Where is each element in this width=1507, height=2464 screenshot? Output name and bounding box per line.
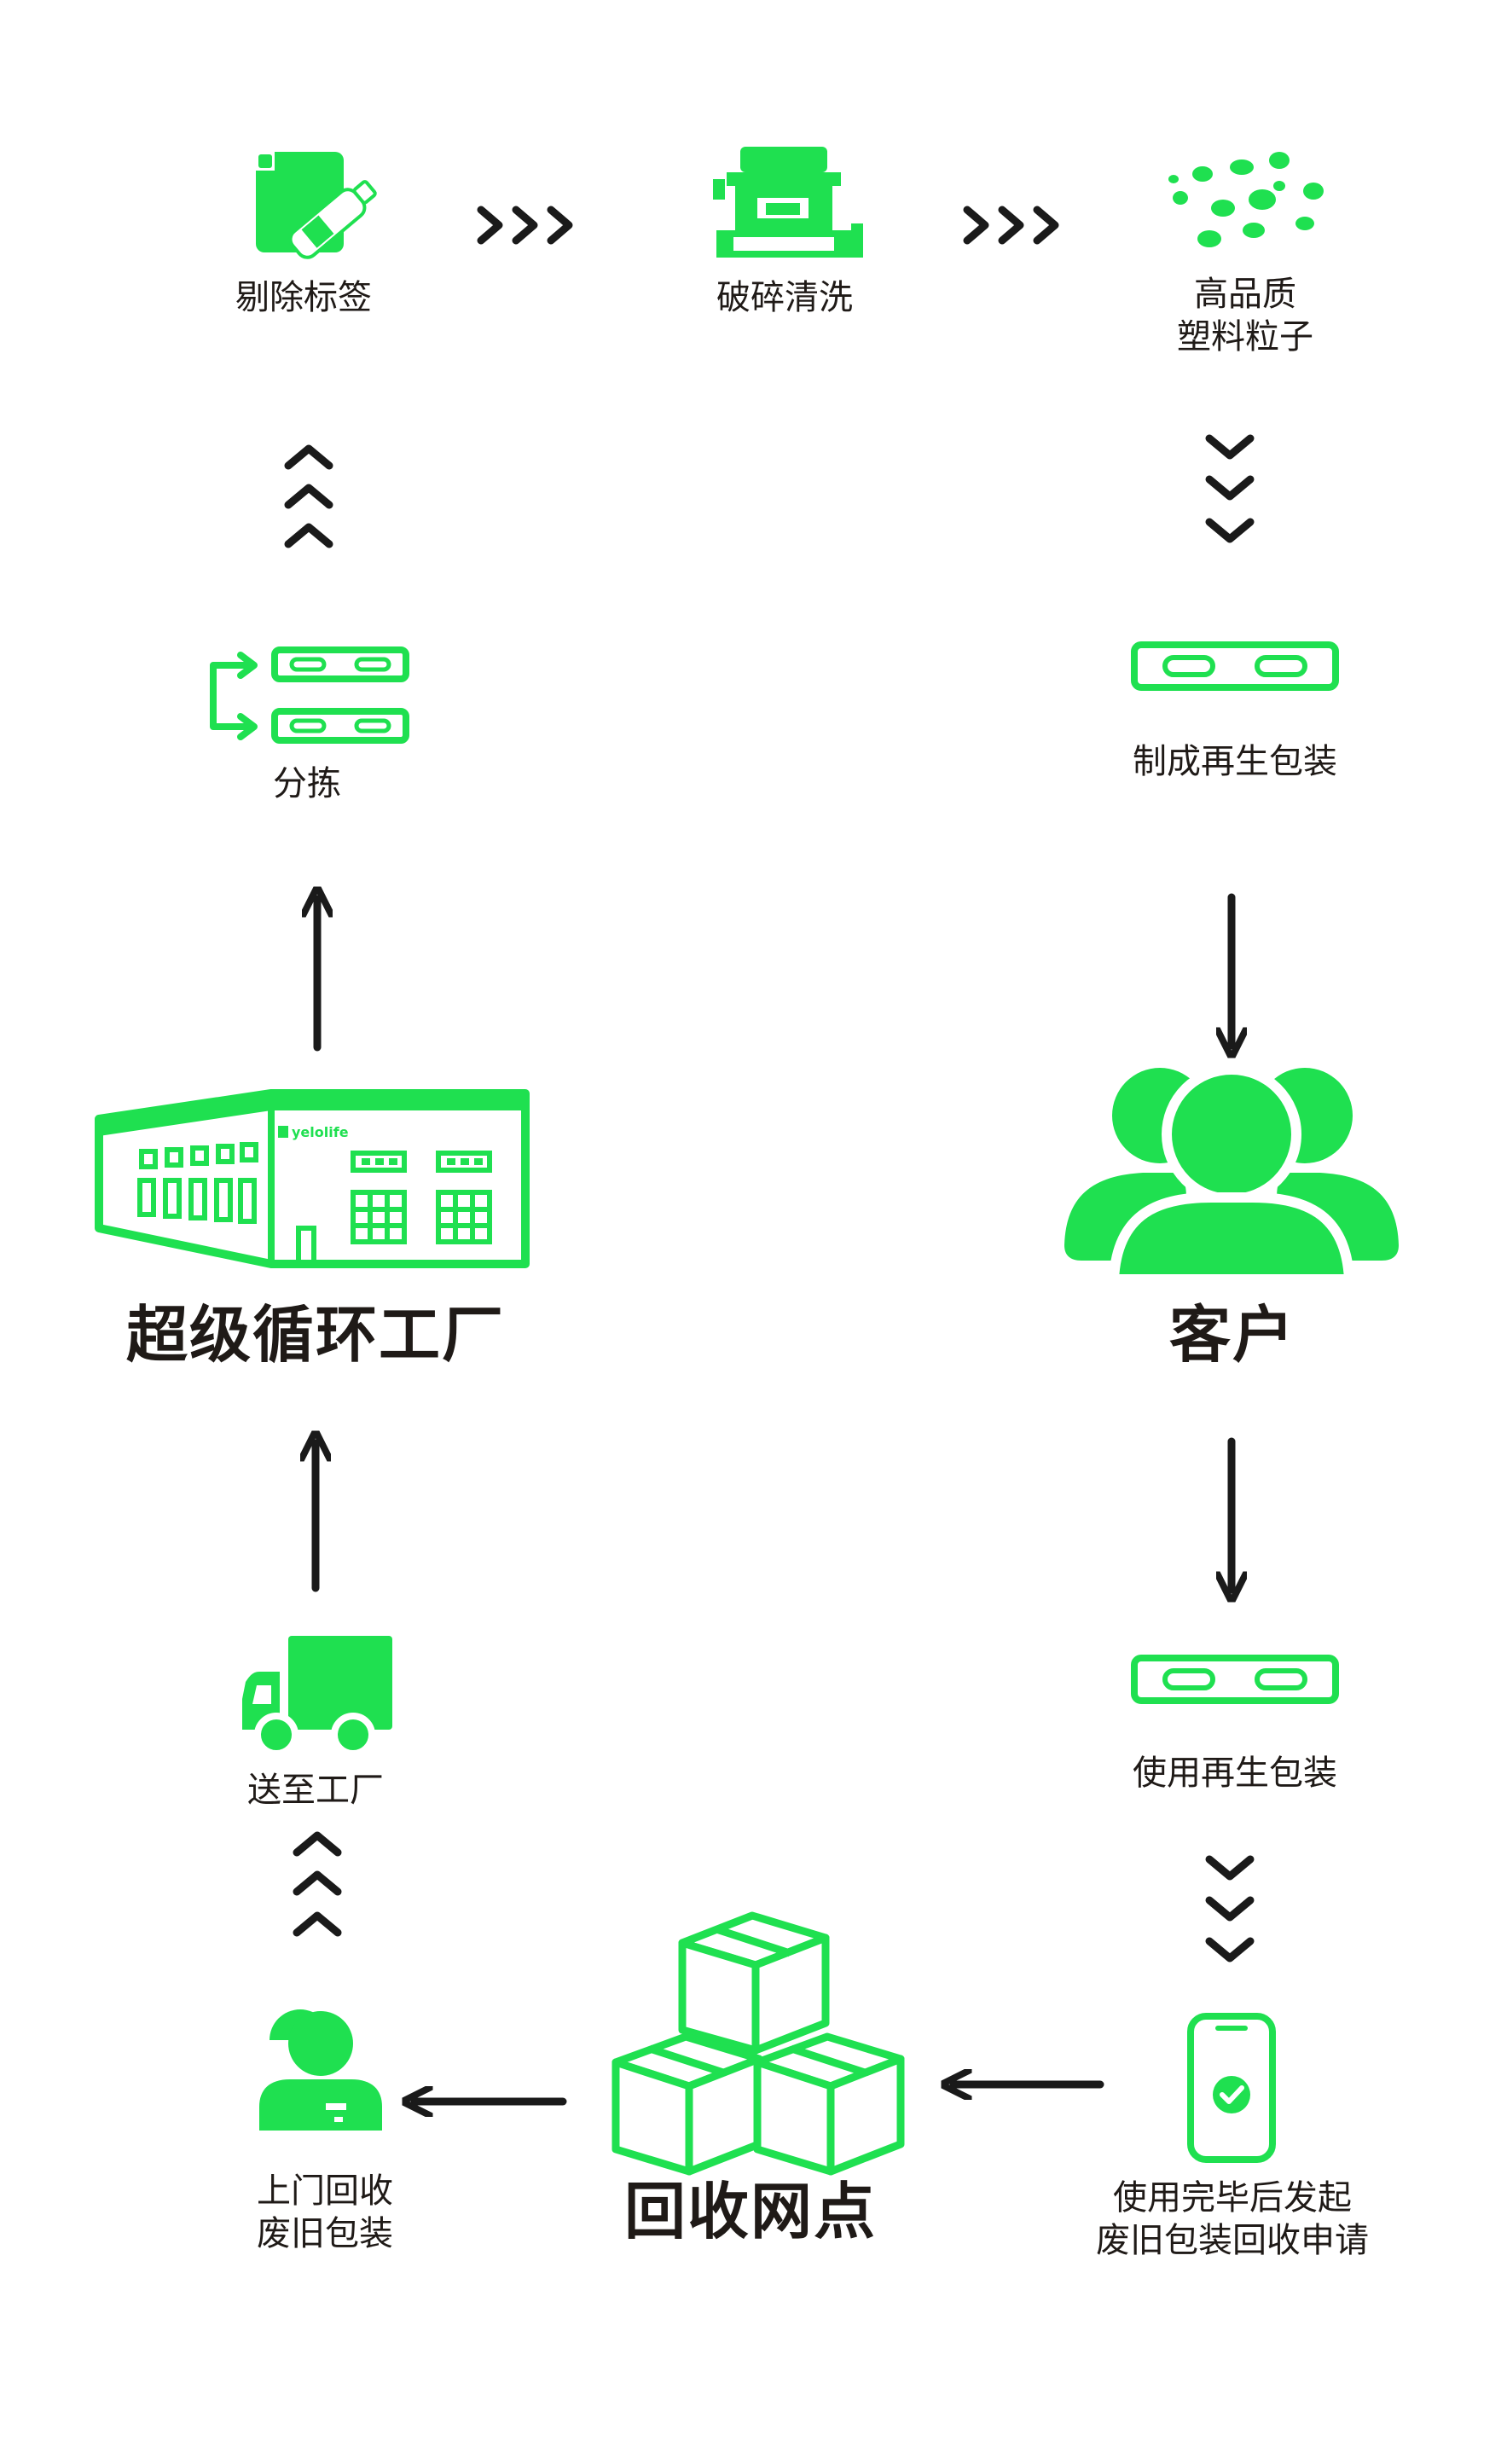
label-request-line-1: 使用完毕后发起	[1113, 2178, 1352, 2218]
label-make-package: 制成再生包装	[1133, 742, 1337, 781]
crusher-machine-icon	[713, 147, 863, 258]
chevrons-down-2	[1205, 1855, 1255, 1963]
label-pickup-line-2: 废旧包装	[257, 2214, 393, 2253]
label-bottle-icon	[256, 152, 377, 259]
plastic-pellets-icon	[1168, 152, 1324, 247]
label-pellets: 高品质 塑料粒子	[1143, 273, 1348, 358]
label-request-line-2: 废旧包装回收申请	[1096, 2221, 1369, 2260]
delivery-truck-icon	[242, 1636, 392, 1757]
label-pellets-line-2: 塑料粒子	[1177, 317, 1313, 357]
label-sort: 分拣	[273, 764, 341, 803]
label-recycle-point: 回收网点	[623, 2176, 877, 2247]
chevrons-up-2	[293, 1831, 342, 1937]
courier-person-icon	[259, 2009, 382, 2131]
sorting-icon	[210, 646, 409, 744]
label-to-factory: 送至工厂	[247, 1771, 384, 1810]
label-request: 使用完毕后发起 废旧包装回收申请	[1058, 2177, 1407, 2262]
chevrons-right-2	[963, 206, 1059, 245]
pallet-package-icon	[1131, 641, 1339, 691]
label-factory: 超级循环工厂	[125, 1299, 505, 1371]
smartphone-check-icon	[1187, 2013, 1276, 2163]
label-customer: 客户	[1168, 1299, 1295, 1371]
factory-building-icon: yelolife	[95, 1089, 530, 1268]
chevrons-up-1	[284, 444, 333, 548]
pallet-package-icon	[1131, 1655, 1339, 1704]
label-remove-labels: 剔除标签	[235, 278, 372, 317]
chevrons-right-1	[477, 206, 573, 245]
label-pellets-line-1: 高品质	[1194, 275, 1296, 314]
label-crush-wash: 破碎清洗	[716, 278, 853, 317]
stacked-boxes-icon	[611, 1911, 905, 2176]
label-pickup-line-1: 上门回收	[257, 2171, 393, 2211]
customer-group-icon	[1064, 1064, 1399, 1284]
factory-logo-text: yelolife	[292, 1124, 349, 1140]
label-use-package: 使用再生包装	[1133, 1754, 1337, 1793]
label-pickup: 上门回收 废旧包装	[227, 2170, 423, 2255]
chevrons-down-1	[1205, 434, 1255, 543]
